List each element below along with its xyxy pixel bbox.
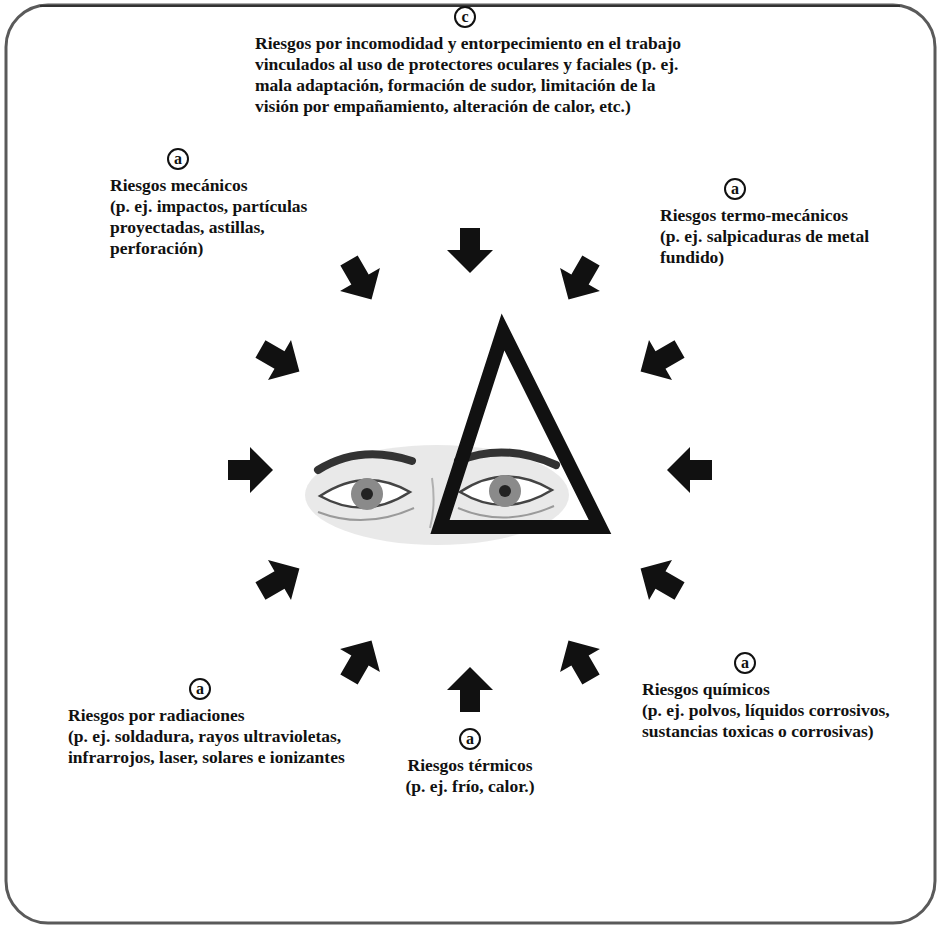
- callout-letter: a: [189, 678, 211, 700]
- callout-letter: c: [454, 6, 476, 28]
- risk-item: aRiesgos térmicos(p. ej. frío, calor.): [370, 728, 570, 797]
- risk-heading: Riesgos térmicos: [370, 755, 570, 776]
- eyebrow: [318, 454, 412, 470]
- risk-item: aRiesgos químicos(p. ej. polvos, líquido…: [642, 652, 904, 742]
- callout-letter: a: [459, 728, 481, 750]
- risk-description: (p. ej. soldadura, rayos ultravioletas, …: [68, 726, 368, 768]
- risk-heading: Riesgos por incomodidad y entorpecimient…: [255, 33, 700, 117]
- eyelid-line: [458, 506, 554, 518]
- block-arrow: [249, 329, 311, 391]
- inward-arrows: [228, 228, 712, 712]
- risk-item: aRiesgos mecánicos(p. ej. impactos, part…: [110, 148, 322, 259]
- block-arrow: [228, 447, 273, 493]
- block-arrow: [667, 447, 712, 493]
- risk-item: aRiesgos por radiaciones(p. ej. soldadur…: [68, 678, 368, 768]
- callout-letter: a: [167, 148, 189, 170]
- pupil: [499, 485, 511, 497]
- risk-heading: Riesgos termo-mecánicos: [660, 205, 926, 226]
- block-arrow: [329, 629, 391, 691]
- block-arrow: [549, 249, 611, 311]
- eyelid-line: [318, 508, 414, 520]
- risk-description: (p. ej. salpicaduras de metal fundido): [660, 226, 926, 268]
- block-arrow: [549, 629, 611, 691]
- block-arrow: [447, 228, 493, 273]
- block-arrow: [629, 329, 691, 391]
- eyebrow: [458, 452, 556, 465]
- risk-item: cRiesgos por incomodidad y entorpecimien…: [255, 6, 700, 117]
- iris: [489, 475, 521, 507]
- block-arrow: [629, 549, 691, 611]
- risk-description: (p. ej. polvos, líquidos corrosivos, sus…: [642, 700, 904, 742]
- block-arrow: [329, 249, 391, 311]
- block-arrow: [447, 667, 493, 712]
- risk-description: (p. ej. impactos, partículas proyectadas…: [110, 196, 322, 259]
- callout-letter: a: [734, 652, 756, 674]
- nose-bridge: [430, 478, 434, 528]
- pupil: [361, 488, 373, 500]
- risk-item: aRiesgos termo-mecánicos(p. ej. salpicad…: [660, 178, 926, 268]
- risk-heading: Riesgos mecánicos: [110, 175, 322, 196]
- risk-heading: Riesgos por radiaciones: [68, 705, 368, 726]
- iris: [351, 478, 383, 510]
- risk-heading: Riesgos químicos: [642, 679, 904, 700]
- frame-border: [6, 5, 935, 923]
- warning-triangle: [440, 332, 600, 527]
- block-arrow: [249, 549, 311, 611]
- risk-description: (p. ej. frío, calor.): [370, 776, 570, 797]
- callout-letter: a: [724, 178, 746, 200]
